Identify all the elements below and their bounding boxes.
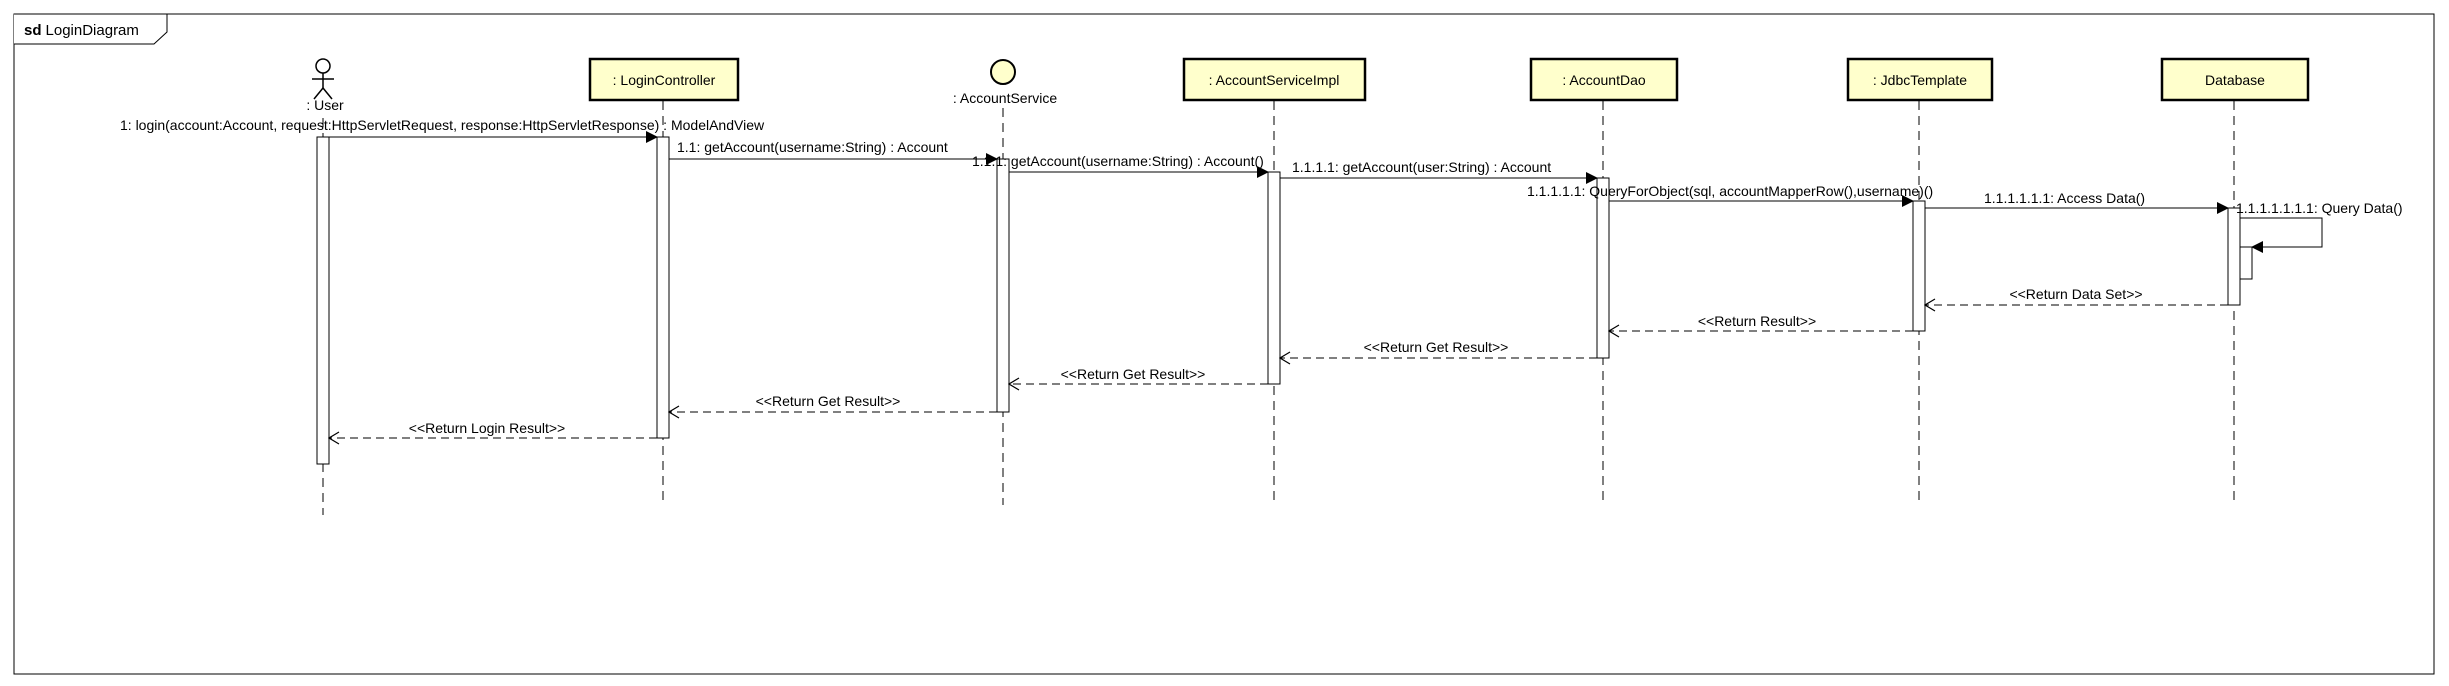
- participant-label: : AccountDao: [1562, 72, 1645, 88]
- message-label: <<Return Get Result>>: [1364, 339, 1509, 355]
- message-login[interactable]: 1: login(account:Account, request:HttpSe…: [120, 117, 765, 143]
- diagram-frame: [13, 13, 2435, 675]
- frame-name: LoginDiagram: [46, 22, 139, 39]
- message-label: <<Return Get Result>>: [756, 393, 901, 409]
- participant-database[interactable]: Database: [2160, 57, 2310, 102]
- actor-user[interactable]: : User: [306, 58, 344, 113]
- message-label: 1.1.1.1.1.1: Access Data(): [1984, 190, 2145, 206]
- activation-database: [2227, 207, 2241, 306]
- activation-user: [316, 136, 330, 465]
- message-label: 1.1: getAccount(username:String) : Accou…: [677, 139, 948, 155]
- message-label: <<Return Get Result>>: [1061, 366, 1206, 382]
- message-label: 1: login(account:Account, request:HttpSe…: [120, 117, 765, 133]
- actor-leg-right: [322, 87, 333, 100]
- message-getaccount-dao[interactable]: 1.1.1.1: getAccount(user:String) : Accou…: [1280, 159, 1598, 184]
- message-label: 1.1.1: getAccount(username:String) : Acc…: [972, 153, 1264, 169]
- message-label: <<Return Result>>: [1698, 313, 1816, 329]
- activation-jdbctemplate: [1912, 200, 1926, 332]
- frame-keyword: sd: [24, 22, 42, 39]
- participant-label: Database: [2205, 72, 2265, 88]
- participant-accountserviceimpl[interactable]: : AccountServiceImpl: [1182, 57, 1367, 102]
- return-get-result-service[interactable]: <<Return Get Result>>: [669, 393, 997, 412]
- message-query-data-self[interactable]: 1.1.1.1.1.1.1: Query Data(): [2236, 200, 2403, 253]
- activation-logincontroller: [656, 136, 670, 439]
- actor-leg-left: [313, 87, 324, 100]
- return-login-result[interactable]: <<Return Login Result>>: [329, 420, 657, 438]
- participant-label: : AccountService: [953, 90, 1057, 106]
- return-result[interactable]: <<Return Result>>: [1609, 313, 1913, 331]
- return-data-set[interactable]: <<Return Data Set>>: [1925, 286, 2228, 305]
- participant-accountdao[interactable]: : AccountDao: [1529, 57, 1679, 102]
- frame-tab: [14, 13, 168, 45]
- participant-label: : LoginController: [613, 72, 716, 88]
- participant-logincontroller[interactable]: : LoginController: [588, 57, 740, 102]
- actor-head-icon: [315, 58, 331, 74]
- return-get-result-dao[interactable]: <<Return Get Result>>: [1280, 339, 1597, 358]
- message-label: 1.1.1.1.1.1.1: Query Data(): [2236, 200, 2403, 216]
- message-label: 1.1.1.1.1: QueryForObject(sql, accountMa…: [1527, 183, 1933, 199]
- message-queryforobject[interactable]: 1.1.1.1.1: QueryForObject(sql, accountMa…: [1527, 183, 1933, 207]
- interface-icon: [990, 59, 1016, 85]
- message-getaccount-impl[interactable]: 1.1.1: getAccount(username:String) : Acc…: [972, 153, 1269, 178]
- activation-database-nested: [2239, 246, 2253, 280]
- message-label: <<Return Data Set>>: [2009, 286, 2142, 302]
- participant-label: : JdbcTemplate: [1873, 72, 1967, 88]
- message-label: <<Return Login Result>>: [409, 420, 565, 436]
- message-access-data[interactable]: 1.1.1.1.1.1: Access Data(): [1925, 190, 2229, 214]
- activation-accountdao: [1596, 177, 1610, 359]
- participant-accountservice[interactable]: : AccountService: [953, 59, 1057, 106]
- return-get-result-impl[interactable]: <<Return Get Result>>: [1009, 366, 1268, 384]
- activation-accountserviceimpl: [1267, 171, 1281, 385]
- message-getaccount-service[interactable]: 1.1: getAccount(username:String) : Accou…: [669, 139, 998, 165]
- participant-label: : AccountServiceImpl: [1209, 72, 1340, 88]
- activation-accountservice: [996, 158, 1010, 413]
- participant-label: : User: [306, 97, 344, 113]
- participant-jdbctemplate[interactable]: : JdbcTemplate: [1846, 57, 1994, 102]
- message-label: 1.1.1.1: getAccount(user:String) : Accou…: [1292, 159, 1551, 175]
